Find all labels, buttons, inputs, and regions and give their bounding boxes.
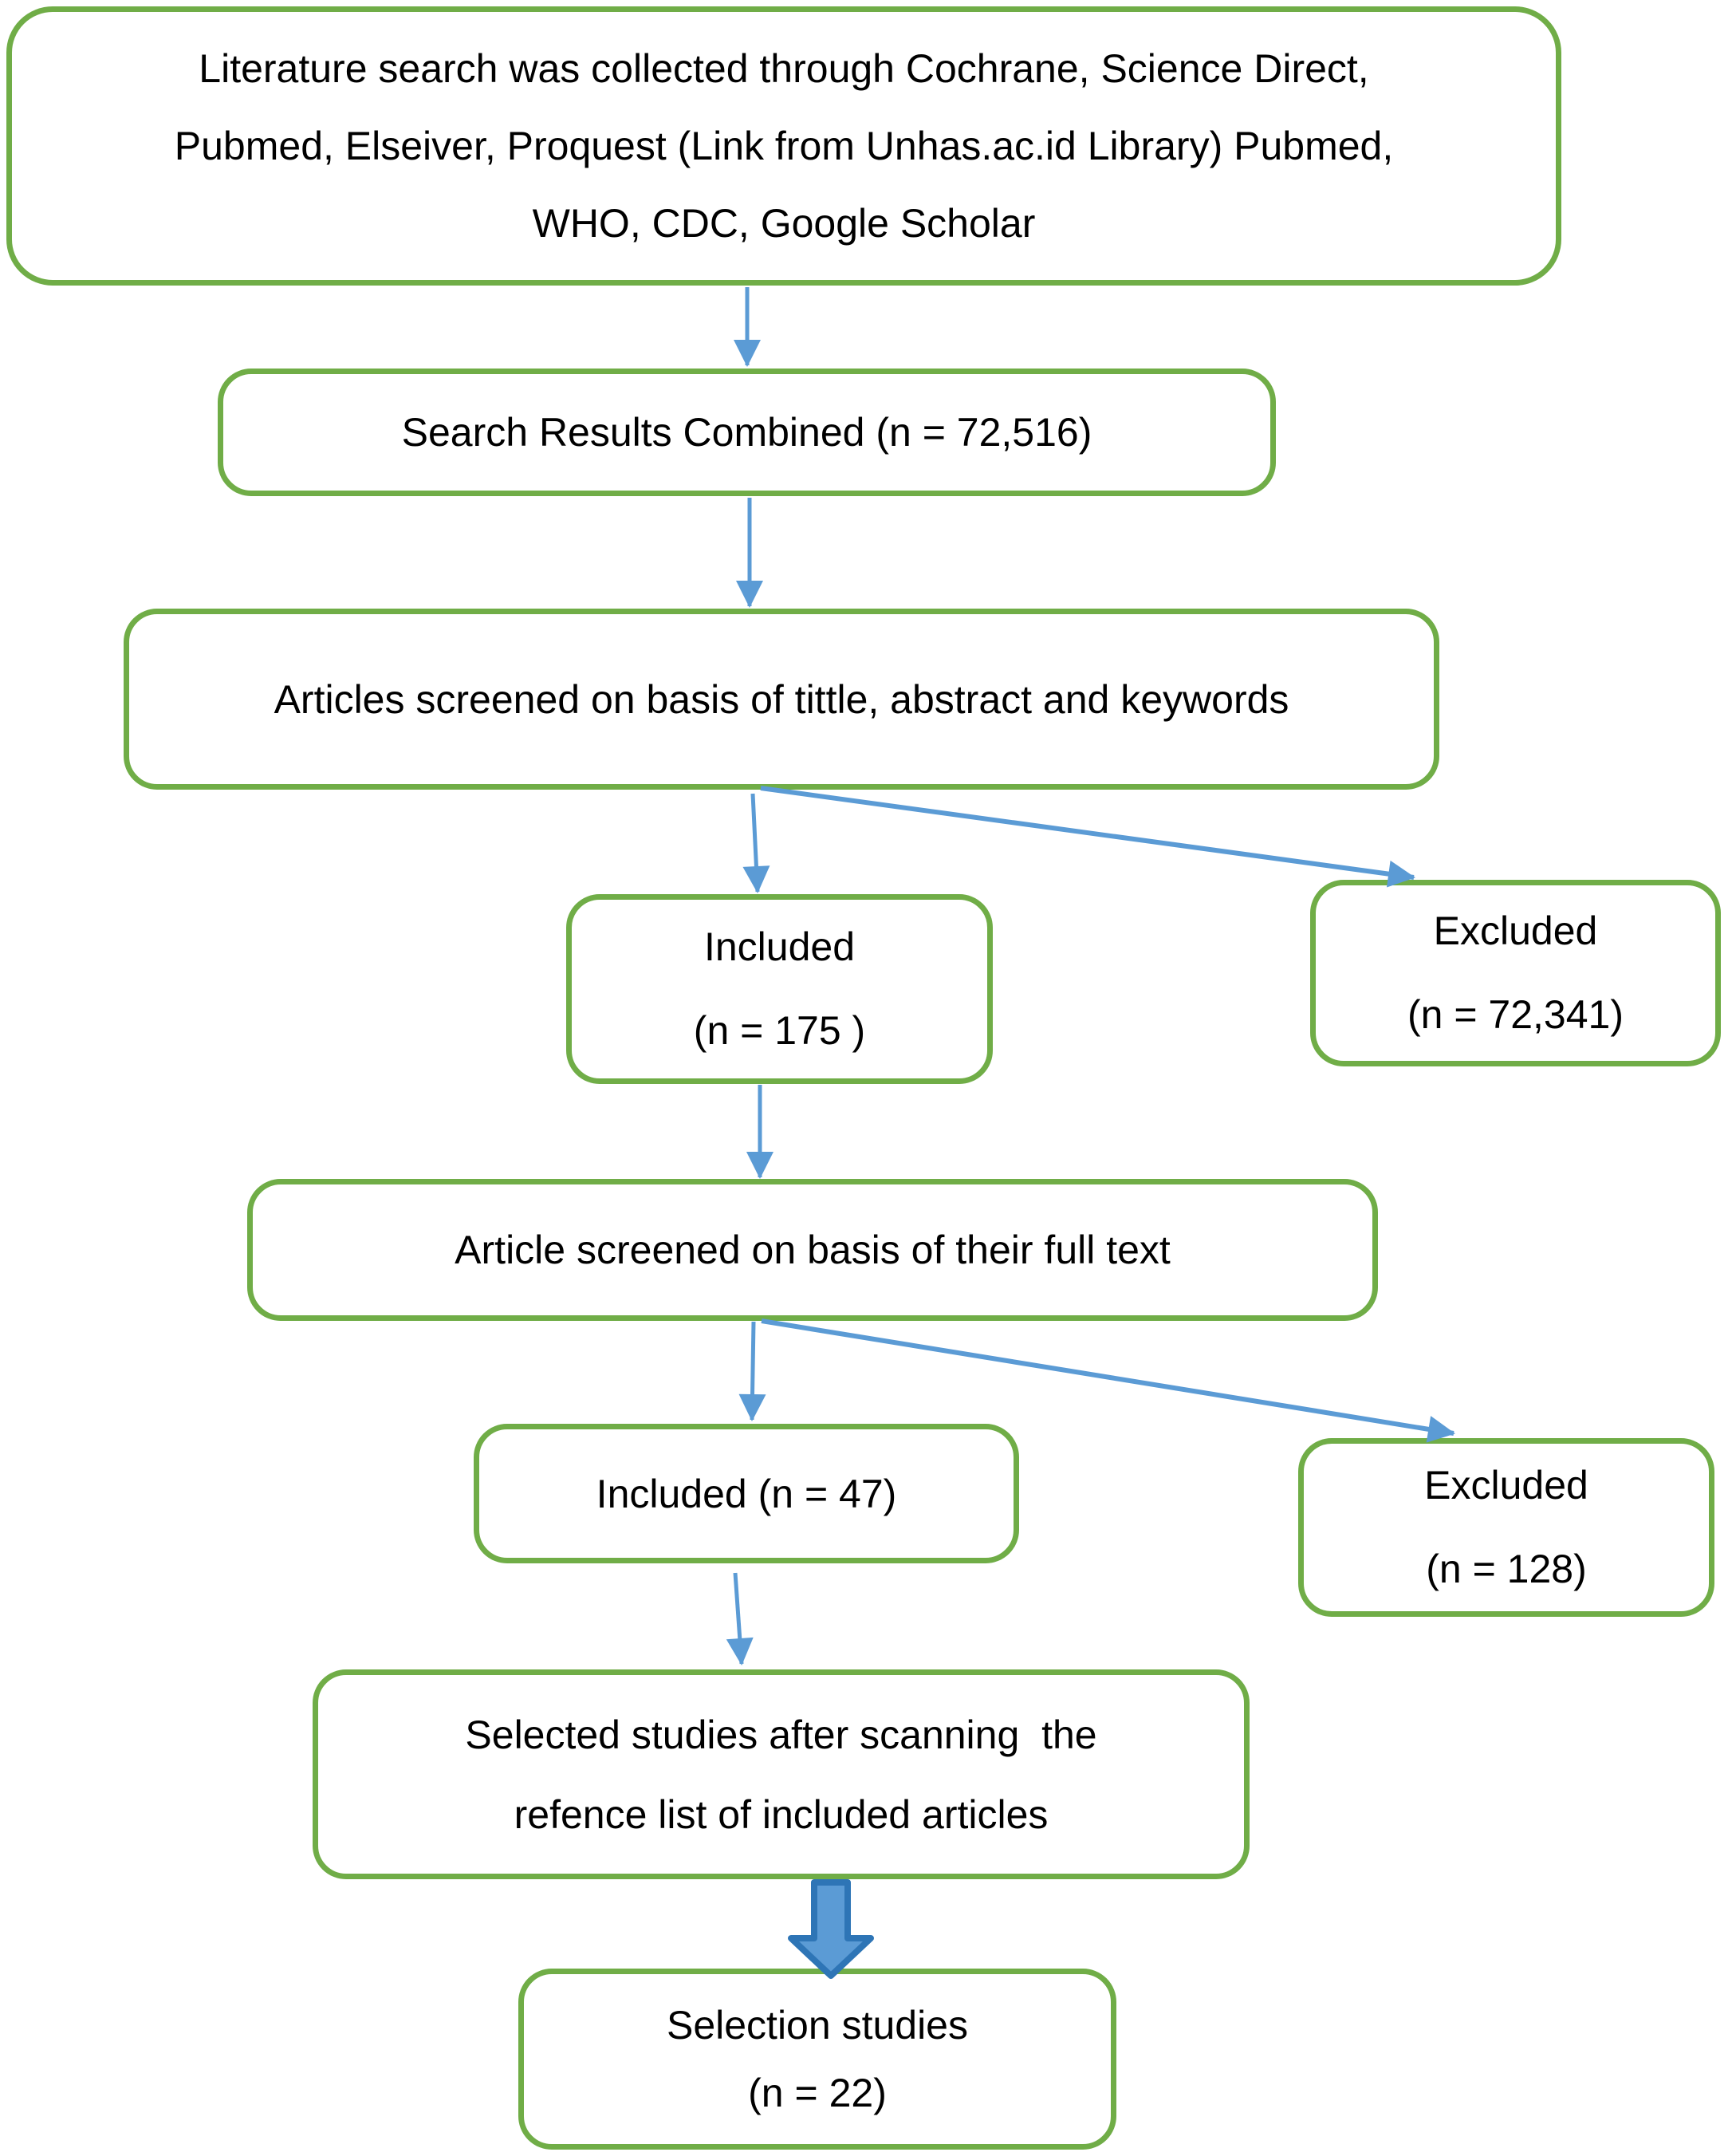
box-included-175-count: (n = 175 ) [693, 1008, 866, 1053]
box-selected-after-scanning-line: refence list of included articles [514, 1791, 1049, 1837]
block-arrow-selected-to-selection [788, 1879, 874, 1979]
box-excluded-128: Excluded (n = 128) [1298, 1438, 1714, 1617]
box-screened-title-abstract-keywords: Articles screened on basis of tittle, ab… [124, 609, 1439, 790]
box-search-results-combined: Search Results Combined (n = 72,516) [218, 369, 1276, 496]
box-excluded-72341-line: Excluded [1433, 909, 1598, 953]
box-literature-sources: Literature search was collected through … [6, 6, 1561, 286]
box-included-47-label: Included (n = 47) [596, 1471, 897, 1516]
box-literature-sources-line: WHO, CDC, Google Scholar [532, 200, 1036, 246]
box-selected-after-scanning-line: Selected studies after scanning the [465, 1712, 1097, 1757]
box-screened-title-abstract-keywords-label: Articles screened on basis of tittle, ab… [274, 676, 1289, 722]
box-literature-sources-line: Pubmed, Elseiver, Proquest (Link from Un… [174, 123, 1394, 168]
arrow-screened-title-to-excluded-72341 [760, 786, 1415, 888]
arrow-full-text-to-excluded-128 [761, 1318, 1455, 1443]
arrow-screened-title-to-included-175 [742, 793, 770, 893]
box-selection-studies-line: Selection studies [666, 2002, 968, 2048]
box-excluded-72341: Excluded (n = 72,341) [1310, 880, 1721, 1066]
arrow-full-text-to-included-47 [738, 1321, 766, 1421]
box-selection-studies: Selection studies (n = 22) [518, 1969, 1116, 2150]
box-excluded-128-line: Excluded [1424, 1463, 1588, 1508]
box-screened-full-text-label: Article screened on basis of their full … [455, 1228, 1171, 1272]
box-search-results-combined-label: Search Results Combined (n = 72,516) [401, 410, 1092, 455]
box-included-175: Included (n = 175 ) [566, 894, 993, 1084]
box-excluded-128-count: (n = 128) [1426, 1547, 1587, 1591]
box-excluded-72341-count: (n = 72,341) [1407, 992, 1624, 1037]
box-included-175-line: Included [703, 924, 856, 969]
box-included-47: Included (n = 47) [474, 1424, 1019, 1563]
box-selection-studies-count: (n = 22) [748, 2070, 887, 2115]
arrow-included-47-to-selected [726, 1572, 754, 1665]
box-literature-sources-line: Literature search was collected through … [199, 45, 1369, 91]
box-selected-after-scanning: Selected studies after scanning the refe… [313, 1669, 1250, 1879]
box-screened-full-text: Article screened on basis of their full … [247, 1179, 1378, 1321]
